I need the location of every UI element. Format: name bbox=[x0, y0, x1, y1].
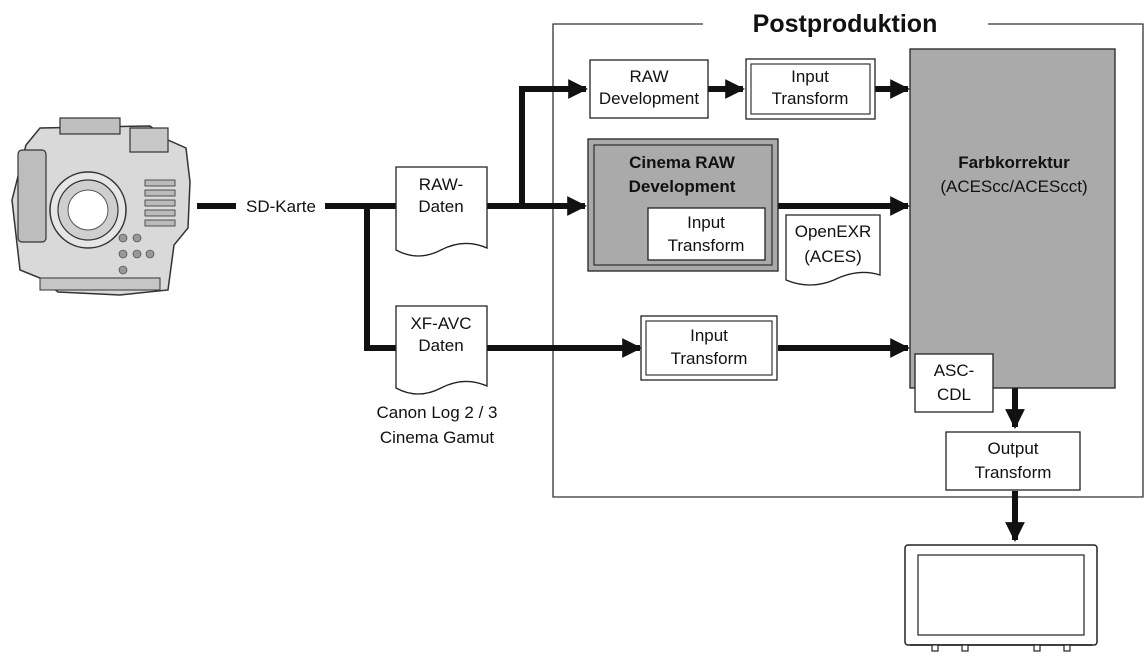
sd-card-label: SD-Karte bbox=[246, 197, 316, 216]
asc-cdl-line1: ASC- bbox=[934, 361, 975, 380]
raw-data-document: RAW- Daten bbox=[395, 166, 488, 257]
output-transform-line1: Output bbox=[987, 439, 1038, 458]
output-transform-box: Output Transform bbox=[945, 431, 1081, 491]
monitor-icon bbox=[904, 544, 1098, 652]
input-transform-top-line2: Transform bbox=[772, 89, 849, 108]
xfavc-data-document: XF-AVC Daten bbox=[395, 305, 488, 395]
xfavc-data-line1: XF-AVC bbox=[410, 314, 471, 333]
raw-to-rawdev-arrow bbox=[519, 79, 588, 206]
cinema-raw-line1: Cinema RAW bbox=[629, 153, 736, 172]
raw-data-line1: RAW- bbox=[419, 175, 463, 194]
sd-to-xfavc-line bbox=[364, 206, 396, 351]
cinema-raw-development-box: Cinema RAW Development Input Transform bbox=[587, 138, 779, 272]
log-note-line1: Canon Log 2 / 3 bbox=[377, 403, 498, 422]
xfavc-data-line2: Daten bbox=[418, 336, 463, 355]
openexr-line1: OpenEXR bbox=[795, 222, 872, 241]
log-note-line2: Cinema Gamut bbox=[380, 428, 495, 447]
input-transform-bottom-line1: Input bbox=[690, 326, 728, 345]
output-transform-line2: Transform bbox=[975, 463, 1052, 482]
openexr-line2: (ACES) bbox=[804, 247, 862, 266]
connections bbox=[197, 79, 1025, 542]
input-transform-top-box: Input Transform bbox=[745, 58, 876, 120]
asc-cdl-box: ASC- CDL bbox=[914, 353, 994, 413]
input-transform-bottom-box: Input Transform bbox=[640, 315, 778, 381]
video-camera-icon bbox=[11, 117, 191, 296]
color-correction-box: Farbkorrektur (ACEScc/ACEScct) bbox=[909, 48, 1116, 389]
postproduction-frame: Postproduktion bbox=[552, 10, 1144, 498]
input-transform-bottom-line2: Transform bbox=[671, 349, 748, 368]
input-transform-top-line1: Input bbox=[791, 67, 829, 86]
openexr-aces-document: OpenEXR (ACES) bbox=[785, 214, 881, 286]
cinema-input-transform-line1: Input bbox=[687, 213, 725, 232]
section-title: Postproduktion bbox=[753, 10, 938, 38]
raw-development-line1: RAW bbox=[629, 67, 668, 86]
raw-data-line2: Daten bbox=[418, 197, 463, 216]
raw-development-line2: Development bbox=[599, 89, 699, 108]
raw-development-box: RAW Development bbox=[589, 59, 709, 119]
color-correction-line2: (ACEScc/ACEScct) bbox=[940, 177, 1087, 196]
color-correction-line1: Farbkorrektur bbox=[958, 153, 1070, 172]
cinema-raw-line2: Development bbox=[629, 177, 736, 196]
cinema-input-transform-line2: Transform bbox=[668, 236, 745, 255]
asc-cdl-line2: CDL bbox=[937, 385, 971, 404]
